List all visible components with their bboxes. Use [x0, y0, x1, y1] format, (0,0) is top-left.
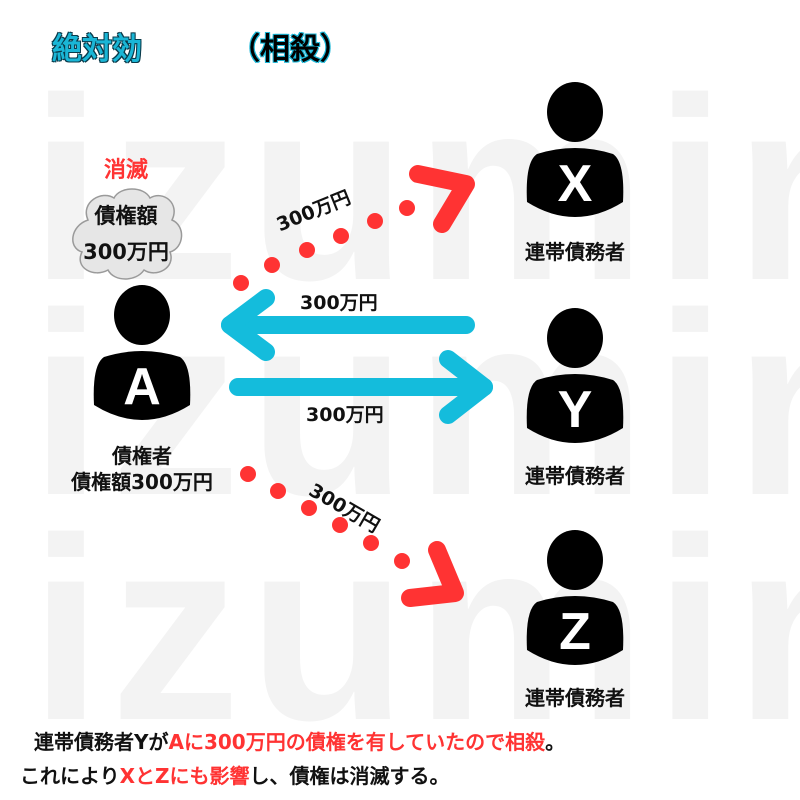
cloud-line-2: 300万円: [83, 240, 169, 264]
claim-cloud: 債権額 300万円: [66, 182, 186, 282]
arrowhead-to-z: [401, 541, 464, 607]
watermark-row-3: izumin: [30, 485, 800, 775]
person-icon: [526, 308, 624, 443]
desc-l2-seg-0: これにより: [20, 764, 120, 788]
creditor-role: 債権者: [112, 444, 172, 468]
debtor-z-role: 連帯債務者: [525, 686, 625, 710]
description-line-2: これによりXとZにも影響し、債権は消滅する。: [20, 760, 450, 789]
arrowhead-to-x: [409, 165, 475, 233]
person-a-letter: A: [123, 358, 161, 416]
person-icon: [93, 285, 191, 420]
debtor-y-role: 連帯債務者: [525, 464, 625, 488]
person-x-letter: X: [557, 155, 593, 213]
amount-a-to-y: 300万円: [306, 404, 384, 426]
person-icon: [526, 530, 624, 665]
desc-l1-seg-1: Aに300万円の債権を有していたので相殺: [168, 730, 546, 754]
creditor-claim: 債権額300万円: [71, 470, 213, 494]
amount-y-to-a: 300万円: [300, 292, 378, 314]
extinguished-label: 消滅: [104, 158, 149, 183]
desc-l2-seg-1: XとZにも影響: [119, 764, 250, 788]
person-a: A: [82, 285, 202, 445]
dotted-arrow-a-to-x: [233, 200, 415, 291]
dotted-arrow-a-to-z: [240, 466, 410, 569]
debtor-x-role: 連帯債務者: [525, 240, 625, 264]
desc-l2-seg-2: し、債権は消滅する。: [249, 764, 450, 788]
desc-l1-seg-2: 。: [545, 730, 566, 754]
person-y-letter: Y: [557, 381, 593, 439]
cloud-icon: [72, 188, 183, 280]
description-line-1: 連帯債務者YがAに300万円の債権を有していたので相殺。: [34, 726, 565, 755]
solid-arrow-y-to-a: [221, 289, 475, 361]
solid-arrow-a-to-y: [229, 350, 493, 424]
person-z-letter: Z: [559, 603, 591, 661]
title-main: 絶対効: [52, 32, 142, 67]
title-sub: （相殺）: [230, 32, 350, 67]
cloud-line-1: 債権額: [94, 204, 158, 228]
watermark-row-1: izumin: [30, 45, 800, 335]
desc-l1-seg-0: 連帯債務者Yが: [34, 730, 169, 754]
person-x: X: [515, 82, 635, 242]
person-icon: [526, 82, 624, 217]
person-y: Y: [515, 308, 635, 468]
person-z: Z: [515, 530, 635, 690]
